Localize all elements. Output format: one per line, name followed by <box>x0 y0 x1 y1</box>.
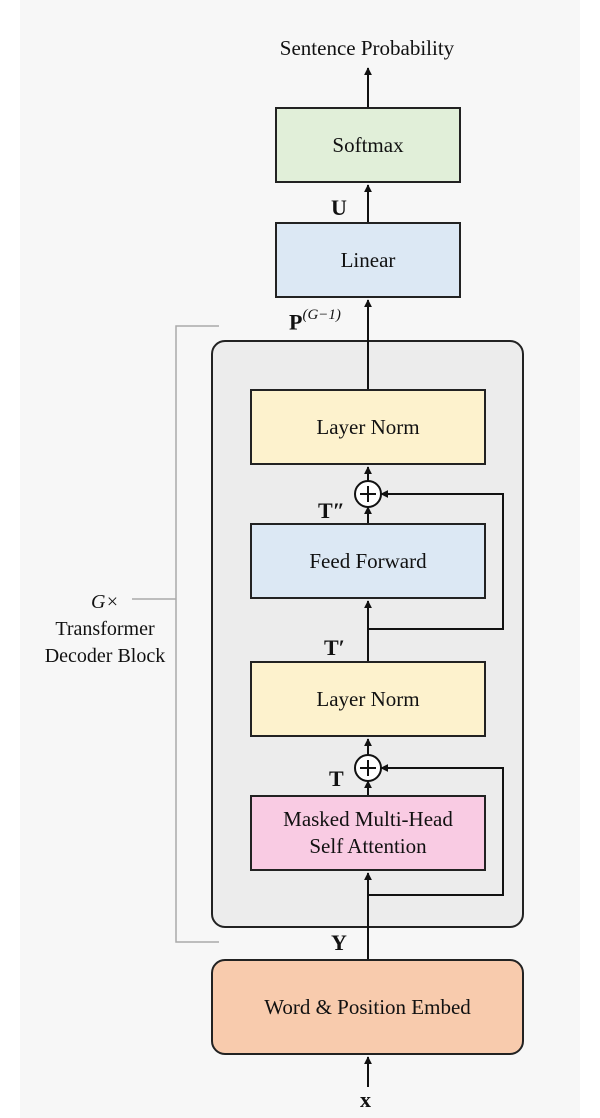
label-T-prime: T′ <box>324 635 345 660</box>
label-U: U <box>331 195 347 220</box>
label-T-double-prime: T″ <box>318 498 345 523</box>
decoder-group-line1: Transformer <box>55 618 155 640</box>
decoder-group-line2: Decoder Block <box>44 645 166 667</box>
label-x: x <box>360 1087 371 1112</box>
add-node-2 <box>354 480 382 508</box>
output-title: Sentence Probability <box>279 36 455 60</box>
masked-attention-block: Masked Multi-Head Self Attention <box>250 795 486 871</box>
residual-path-2 <box>368 490 504 630</box>
add-node-1 <box>354 754 382 782</box>
label-Y: Y <box>331 930 347 955</box>
layer-norm-bottom-block: Layer Norm <box>250 661 486 737</box>
linear-block: Linear <box>275 222 461 298</box>
softmax-block: Softmax <box>275 107 461 183</box>
feed-forward-block: Feed Forward <box>250 523 486 599</box>
attention-label-line1: Masked Multi-Head <box>283 807 453 831</box>
label-P-superscript: (G−1) <box>302 307 341 323</box>
attention-label-line2: Self Attention <box>309 834 427 858</box>
layer-norm-top-block: Layer Norm <box>250 389 486 465</box>
decoder-group-label: G× Transformer Decoder Block <box>20 589 190 670</box>
word-position-embed-block: Word & Position Embed <box>211 959 524 1055</box>
residual-path-1 <box>368 764 504 896</box>
repeat-count: G× <box>91 591 119 613</box>
label-P: P(G−1) <box>289 307 341 335</box>
label-T: T <box>329 766 344 791</box>
repeat-bracket <box>175 325 219 943</box>
